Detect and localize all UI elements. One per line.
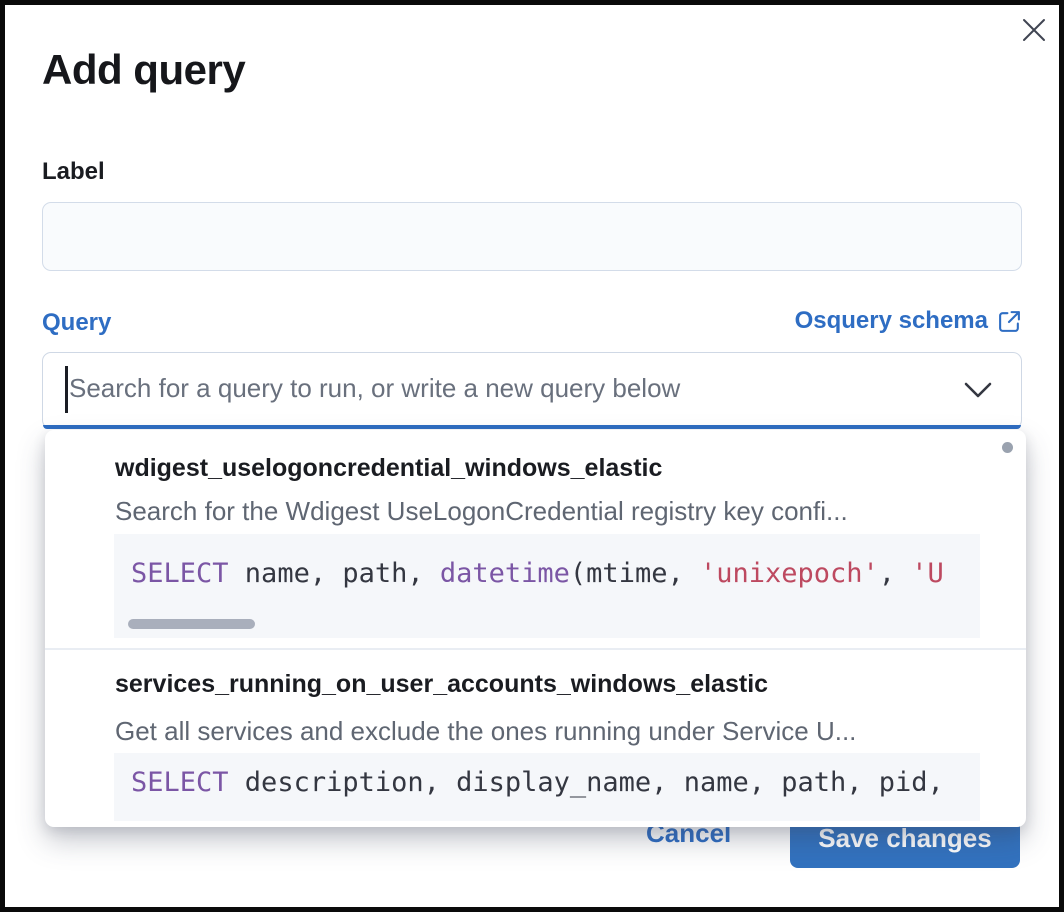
query-search-input[interactable] (43, 353, 953, 424)
query-option-title: wdigest_uselogoncredential_windows_elast… (115, 454, 663, 482)
label-field-label: Label (42, 158, 105, 185)
osquery-schema-link[interactable]: Osquery schema (795, 307, 1022, 335)
query-option-description: Search for the Wdigest UseLogonCredentia… (115, 496, 848, 526)
query-field-label: Query (42, 309, 112, 336)
query-option-description: Get all services and exclude the ones ru… (115, 716, 857, 746)
chevron-down-icon[interactable] (963, 381, 993, 400)
combobox-focus-underline (43, 425, 1021, 429)
horizontal-scrollbar-thumb[interactable] (128, 619, 255, 629)
vertical-scrollbar-thumb[interactable] (1002, 442, 1013, 453)
option-divider (45, 648, 1026, 650)
external-link-icon (999, 310, 1020, 332)
close-icon (1023, 19, 1045, 41)
page-title: Add query (42, 46, 246, 93)
query-dropdown-panel: wdigest_uselogoncredential_windows_elast… (45, 430, 1026, 827)
sql-code: SELECT name, path, datetime(mtime, 'unix… (131, 558, 944, 589)
close-button[interactable] (1014, 10, 1054, 50)
osquery-schema-link-label: Osquery schema (794, 307, 988, 334)
query-option-sql-block: SELECT description, display_name, name, … (114, 753, 980, 821)
query-option-title: services_running_on_user_accounts_window… (115, 670, 769, 698)
query-option-sql-block: SELECT name, path, datetime(mtime, 'unix… (114, 534, 980, 638)
query-option[interactable]: services_running_on_user_accounts_window… (45, 650, 1026, 827)
sql-code: SELECT description, display_name, name, … (131, 767, 944, 798)
label-input[interactable] (42, 202, 1022, 271)
query-option[interactable]: wdigest_uselogoncredential_windows_elast… (45, 430, 1026, 648)
query-combobox (42, 352, 1022, 429)
